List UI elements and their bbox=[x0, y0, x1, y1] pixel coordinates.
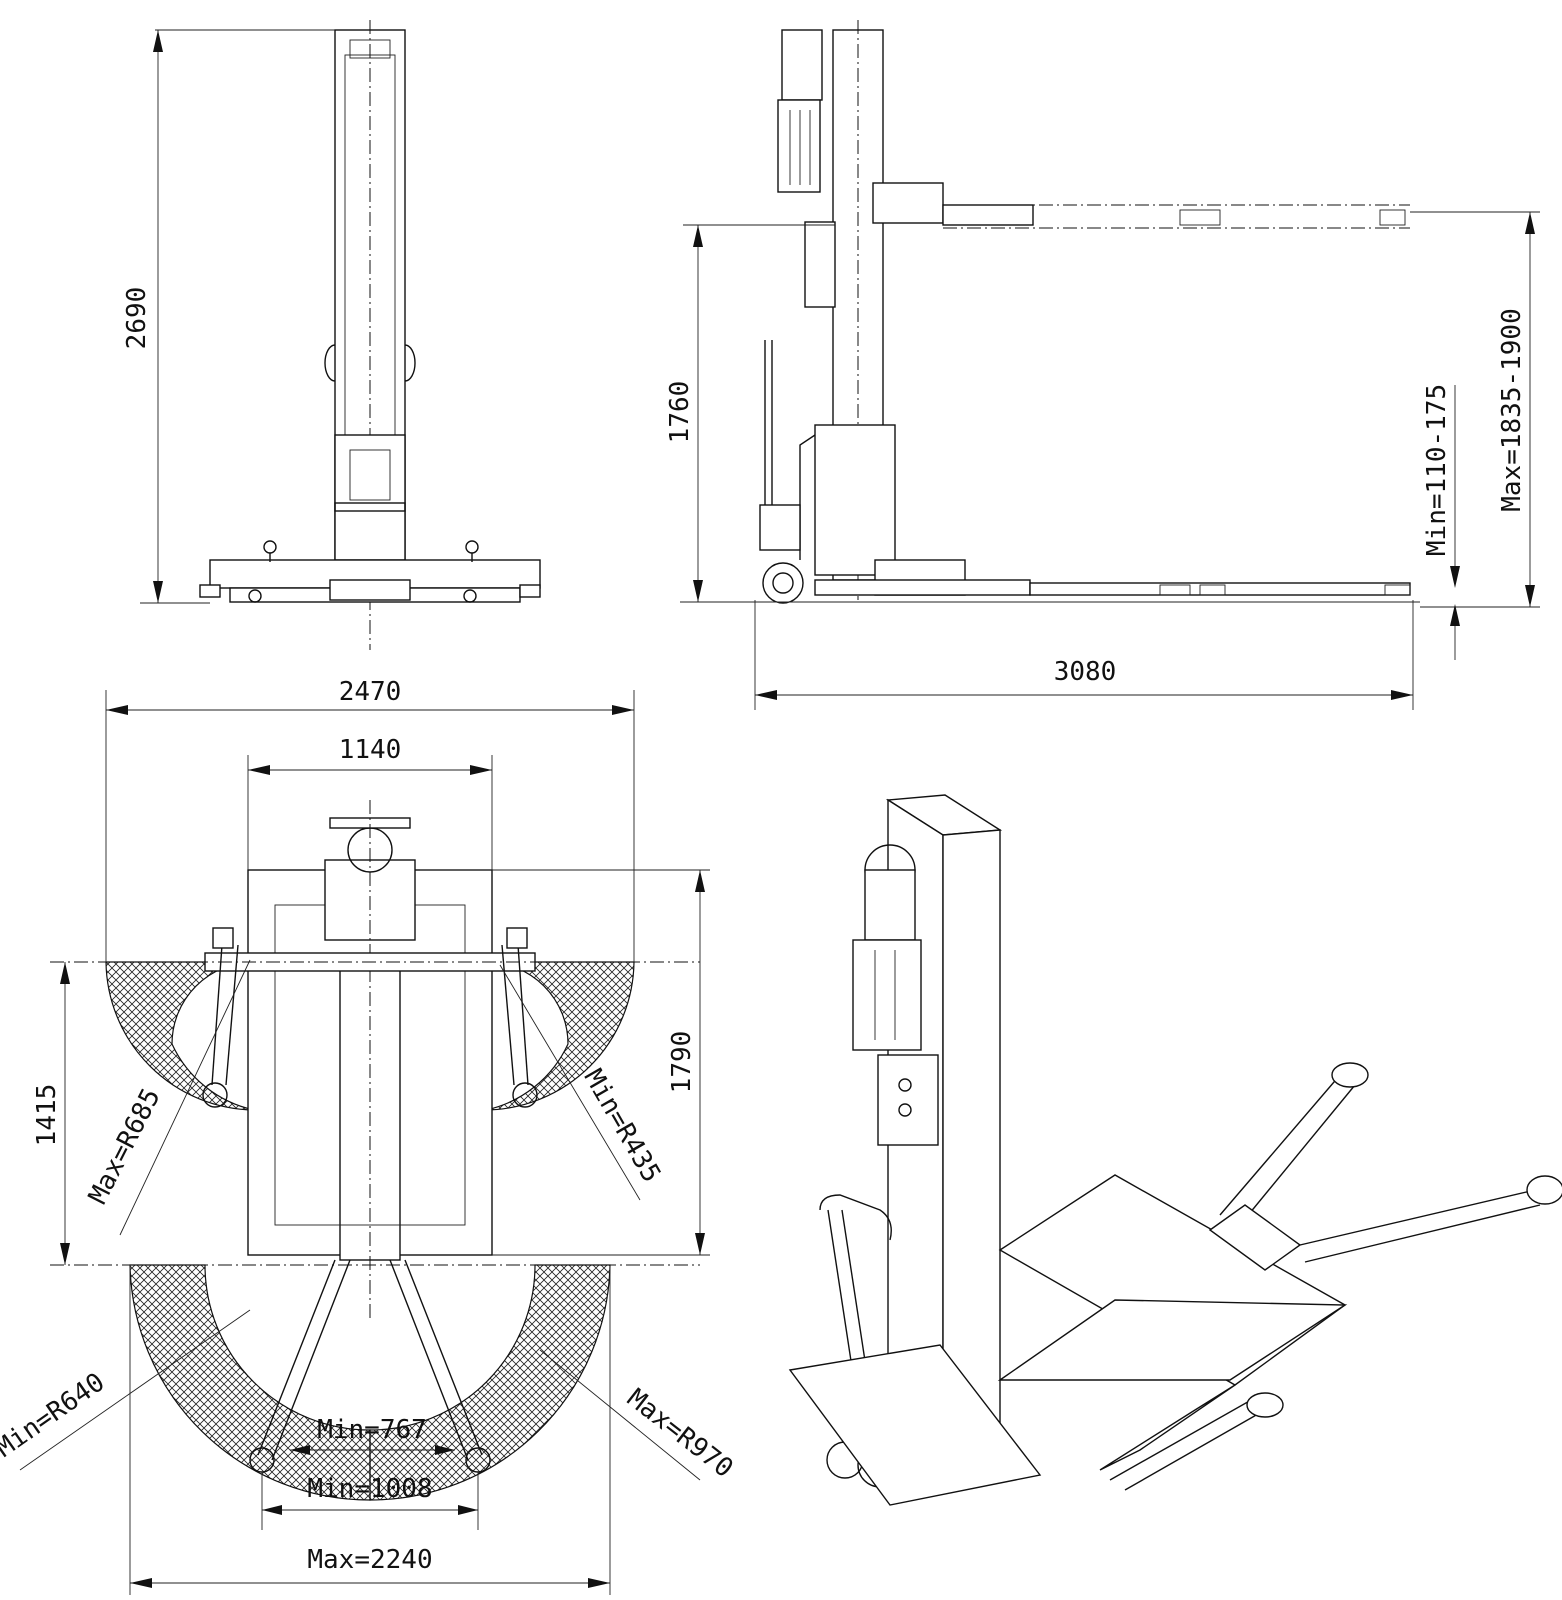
side-min-dimension: Min=110-175 bbox=[1422, 384, 1452, 556]
min-767-dimension: Min=767 bbox=[317, 1415, 427, 1445]
front-height-dimension: 2690 bbox=[122, 287, 152, 350]
side-view: 1760 3080 Max=1835-1900 Min=110-175 bbox=[665, 20, 1540, 710]
left-depth-dimension: 1415 bbox=[32, 1084, 62, 1147]
top-view: 2470 1140 1415 1790 Max=R685 Min=R435 Mi… bbox=[0, 677, 739, 1595]
min-1008-dimension: Min=1008 bbox=[307, 1474, 432, 1504]
rear-max-radius-label: Max=R970 bbox=[621, 1383, 738, 1484]
front-max-radius-label: Max=R685 bbox=[83, 1084, 167, 1209]
right-depth-dimension: 1790 bbox=[667, 1031, 697, 1094]
max-2240-dimension: Max=2240 bbox=[307, 1545, 432, 1575]
rear-min-radius-label: Min=R640 bbox=[0, 1367, 110, 1463]
front-view: 2690 bbox=[122, 20, 541, 650]
overall-width-dimension: 2470 bbox=[339, 677, 402, 707]
inner-width-dimension: 1140 bbox=[339, 735, 402, 765]
isometric-view bbox=[788, 794, 1562, 1506]
side-height-dimension: 1760 bbox=[665, 381, 695, 444]
side-max-dimension: Max=1835-1900 bbox=[1497, 308, 1527, 512]
side-length-dimension: 3080 bbox=[1054, 657, 1117, 687]
